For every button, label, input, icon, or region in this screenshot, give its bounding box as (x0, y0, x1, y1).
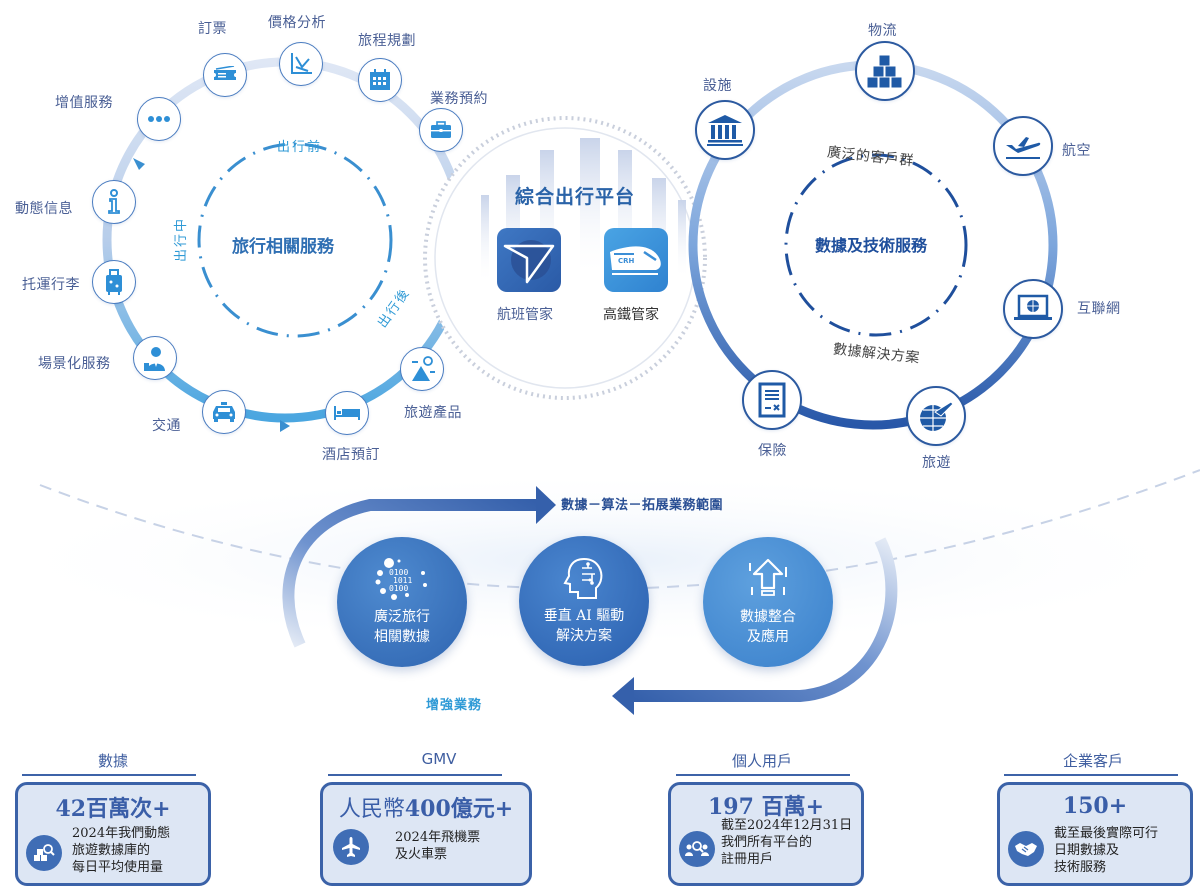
stat-desc-enterprise-line-3: 技術服務 (1054, 860, 1107, 875)
info-icon[interactable] (92, 180, 136, 224)
loop-circle-3-line-2: 及應用 (747, 629, 789, 645)
node-label-facilities: 設施 (703, 78, 732, 94)
bottom-arrow-label: 增強業務 (426, 698, 483, 713)
node-label-aviation: 航空 (1062, 143, 1091, 159)
loop-circle-travel-data: 0100 1011 0100 廣泛旅行 相關數據 (337, 537, 467, 667)
node-label-internet: 互聯網 (1077, 301, 1121, 317)
loop-circle-2-line-2: 解決方案 (556, 628, 612, 644)
briefcase-icon[interactable] (419, 108, 463, 152)
node-label-value-added: 增值服務 (55, 95, 113, 111)
train-badge: CRH (618, 257, 635, 265)
node-label-hotel-booking: 酒店預訂 (322, 447, 380, 463)
airplane-icon (333, 829, 369, 865)
binary-line-3: 0100 (389, 584, 408, 593)
loop-circle-ai-solutions: 垂直 AI 驅動 解決方案 (519, 536, 649, 666)
node-label-tourism: 旅遊 (922, 455, 951, 471)
luggage-icon[interactable] (92, 260, 136, 304)
stat-rule (1004, 774, 1178, 776)
stat-desc-data-line-2: 旅遊數據庫的 (72, 843, 151, 858)
binary-line-2: 1011 (393, 576, 412, 585)
stat-value-data: 42百萬次+ (55, 796, 171, 822)
stat-desc-enterprise-line-2: 日期數據及 (1054, 843, 1120, 858)
top-arrow-label: 數據－算法－拓展業務範圍 (561, 498, 724, 513)
calendar-icon[interactable] (358, 58, 402, 102)
node-label-logistics: 物流 (868, 23, 897, 39)
stat-heading-enterprise-clients: 企業客戶 (1062, 752, 1123, 770)
node-label-insurance: 保險 (758, 443, 787, 459)
stat-rule (676, 774, 850, 776)
stat-heading-individual-users: 個人用戶 (731, 752, 792, 770)
flight-app-label: 航班管家 (497, 307, 553, 323)
stat-value-gmv: 400億元+ (404, 796, 514, 822)
globe-plane-icon[interactable] (906, 386, 966, 446)
loop-circle-data-integration: 數據整合 及應用 (703, 537, 833, 667)
bed-icon[interactable] (325, 391, 369, 435)
stat-desc-gmv-line-2: 及火車票 (395, 847, 448, 862)
stat-card-individual-users: 197 百萬+ 截至2024年12月31日 我們所有平台的 註冊用戶 (668, 782, 864, 886)
upload-arrow-icon (749, 558, 787, 596)
airplane-takeoff-icon[interactable] (993, 116, 1053, 176)
building-icon[interactable] (695, 100, 755, 160)
node-label-itinerary: 旅程規劃 (358, 33, 416, 49)
node-label-luggage: 托運行李 (22, 277, 80, 293)
taxi-icon[interactable] (202, 390, 246, 434)
node-label-scenario-service: 場景化服務 (38, 356, 111, 372)
left-ring-title: 旅行相關服務 (232, 237, 334, 257)
stat-heading-gmv: GMV (421, 750, 457, 768)
stat-value-enterprise-clients: 150+ (1062, 793, 1128, 819)
stat-card-enterprise-clients: 150+ 截至最後實際可行 日期數據及 技術服務 (997, 782, 1193, 886)
stat-desc-users-line-2: 我們所有平台的 (721, 835, 813, 850)
concierge-icon[interactable] (133, 336, 177, 380)
stat-value-individual-users: 197 百萬+ (707, 794, 825, 820)
boxes-icon[interactable] (855, 41, 915, 101)
flight-app-icon[interactable] (497, 228, 561, 292)
loop-circle-1-line-1: 廣泛旅行 (374, 609, 430, 625)
stat-card-data: 42百萬次+ 2024年我們動態 旅遊數據庫的 每日平均使用量 (15, 782, 211, 886)
loop-circle-2-line-1: 垂直 AI 驅動 (543, 608, 625, 624)
stat-rule (328, 774, 502, 776)
stat-desc-data-line-1: 2024年我們動態 (72, 826, 171, 841)
stat-card-gmv: 人民幣400億元+ 2024年飛機票 及火車票 (320, 782, 532, 886)
right-ring-title: 數據及技術服務 (815, 236, 928, 255)
phase-during: 出行中 (174, 216, 189, 262)
train-app-icon[interactable]: CRH (604, 228, 668, 292)
stat-desc-gmv-line-1: 2024年飛機票 (395, 830, 481, 845)
handshake-icon (1008, 831, 1044, 867)
phase-before: 出行前 (277, 140, 323, 155)
stat-desc-users-line-1: 截至2024年12月31日 (721, 818, 853, 833)
node-label-transport: 交通 (152, 418, 181, 434)
loop-circle-1-line-2: 相關數據 (374, 629, 430, 645)
node-label-business-booking: 業務預約 (430, 91, 488, 107)
node-label-dynamic-info: 動態信息 (15, 201, 73, 217)
document-icon[interactable] (742, 370, 802, 430)
node-label-price-analysis: 價格分析 (268, 15, 326, 31)
database-search-icon (26, 835, 62, 871)
binary-line-1: 0100 (389, 568, 408, 577)
stat-desc-enterprise-line-1: 截至最後實際可行 (1054, 826, 1159, 841)
price-chart-icon[interactable] (279, 42, 323, 86)
stat-desc-users-line-3: 註冊用戶 (721, 852, 774, 867)
platform-title: 綜合出行平台 (515, 186, 636, 208)
train-app-label: 高鐵管家 (603, 307, 659, 323)
ticket-icon[interactable] (203, 53, 247, 97)
loop-circle-3-line-1: 數據整合 (740, 609, 796, 625)
more-dots-icon[interactable] (137, 97, 181, 141)
travel-balloon-icon[interactable] (400, 347, 444, 391)
ai-head-icon (563, 557, 603, 599)
stat-desc-data-line-3: 每日平均使用量 (72, 860, 164, 875)
stat-rule (22, 774, 196, 776)
laptop-globe-icon[interactable] (1003, 279, 1063, 339)
node-label-ticket: 訂票 (198, 21, 227, 37)
binary-data-icon: 0100 1011 0100 (375, 558, 427, 600)
users-search-icon (679, 831, 715, 867)
node-label-travel-products: 旅遊產品 (404, 405, 462, 421)
stat-value-gmv-prefix: 人民幣 (338, 797, 405, 822)
stat-heading-data: 數據 (97, 752, 128, 770)
